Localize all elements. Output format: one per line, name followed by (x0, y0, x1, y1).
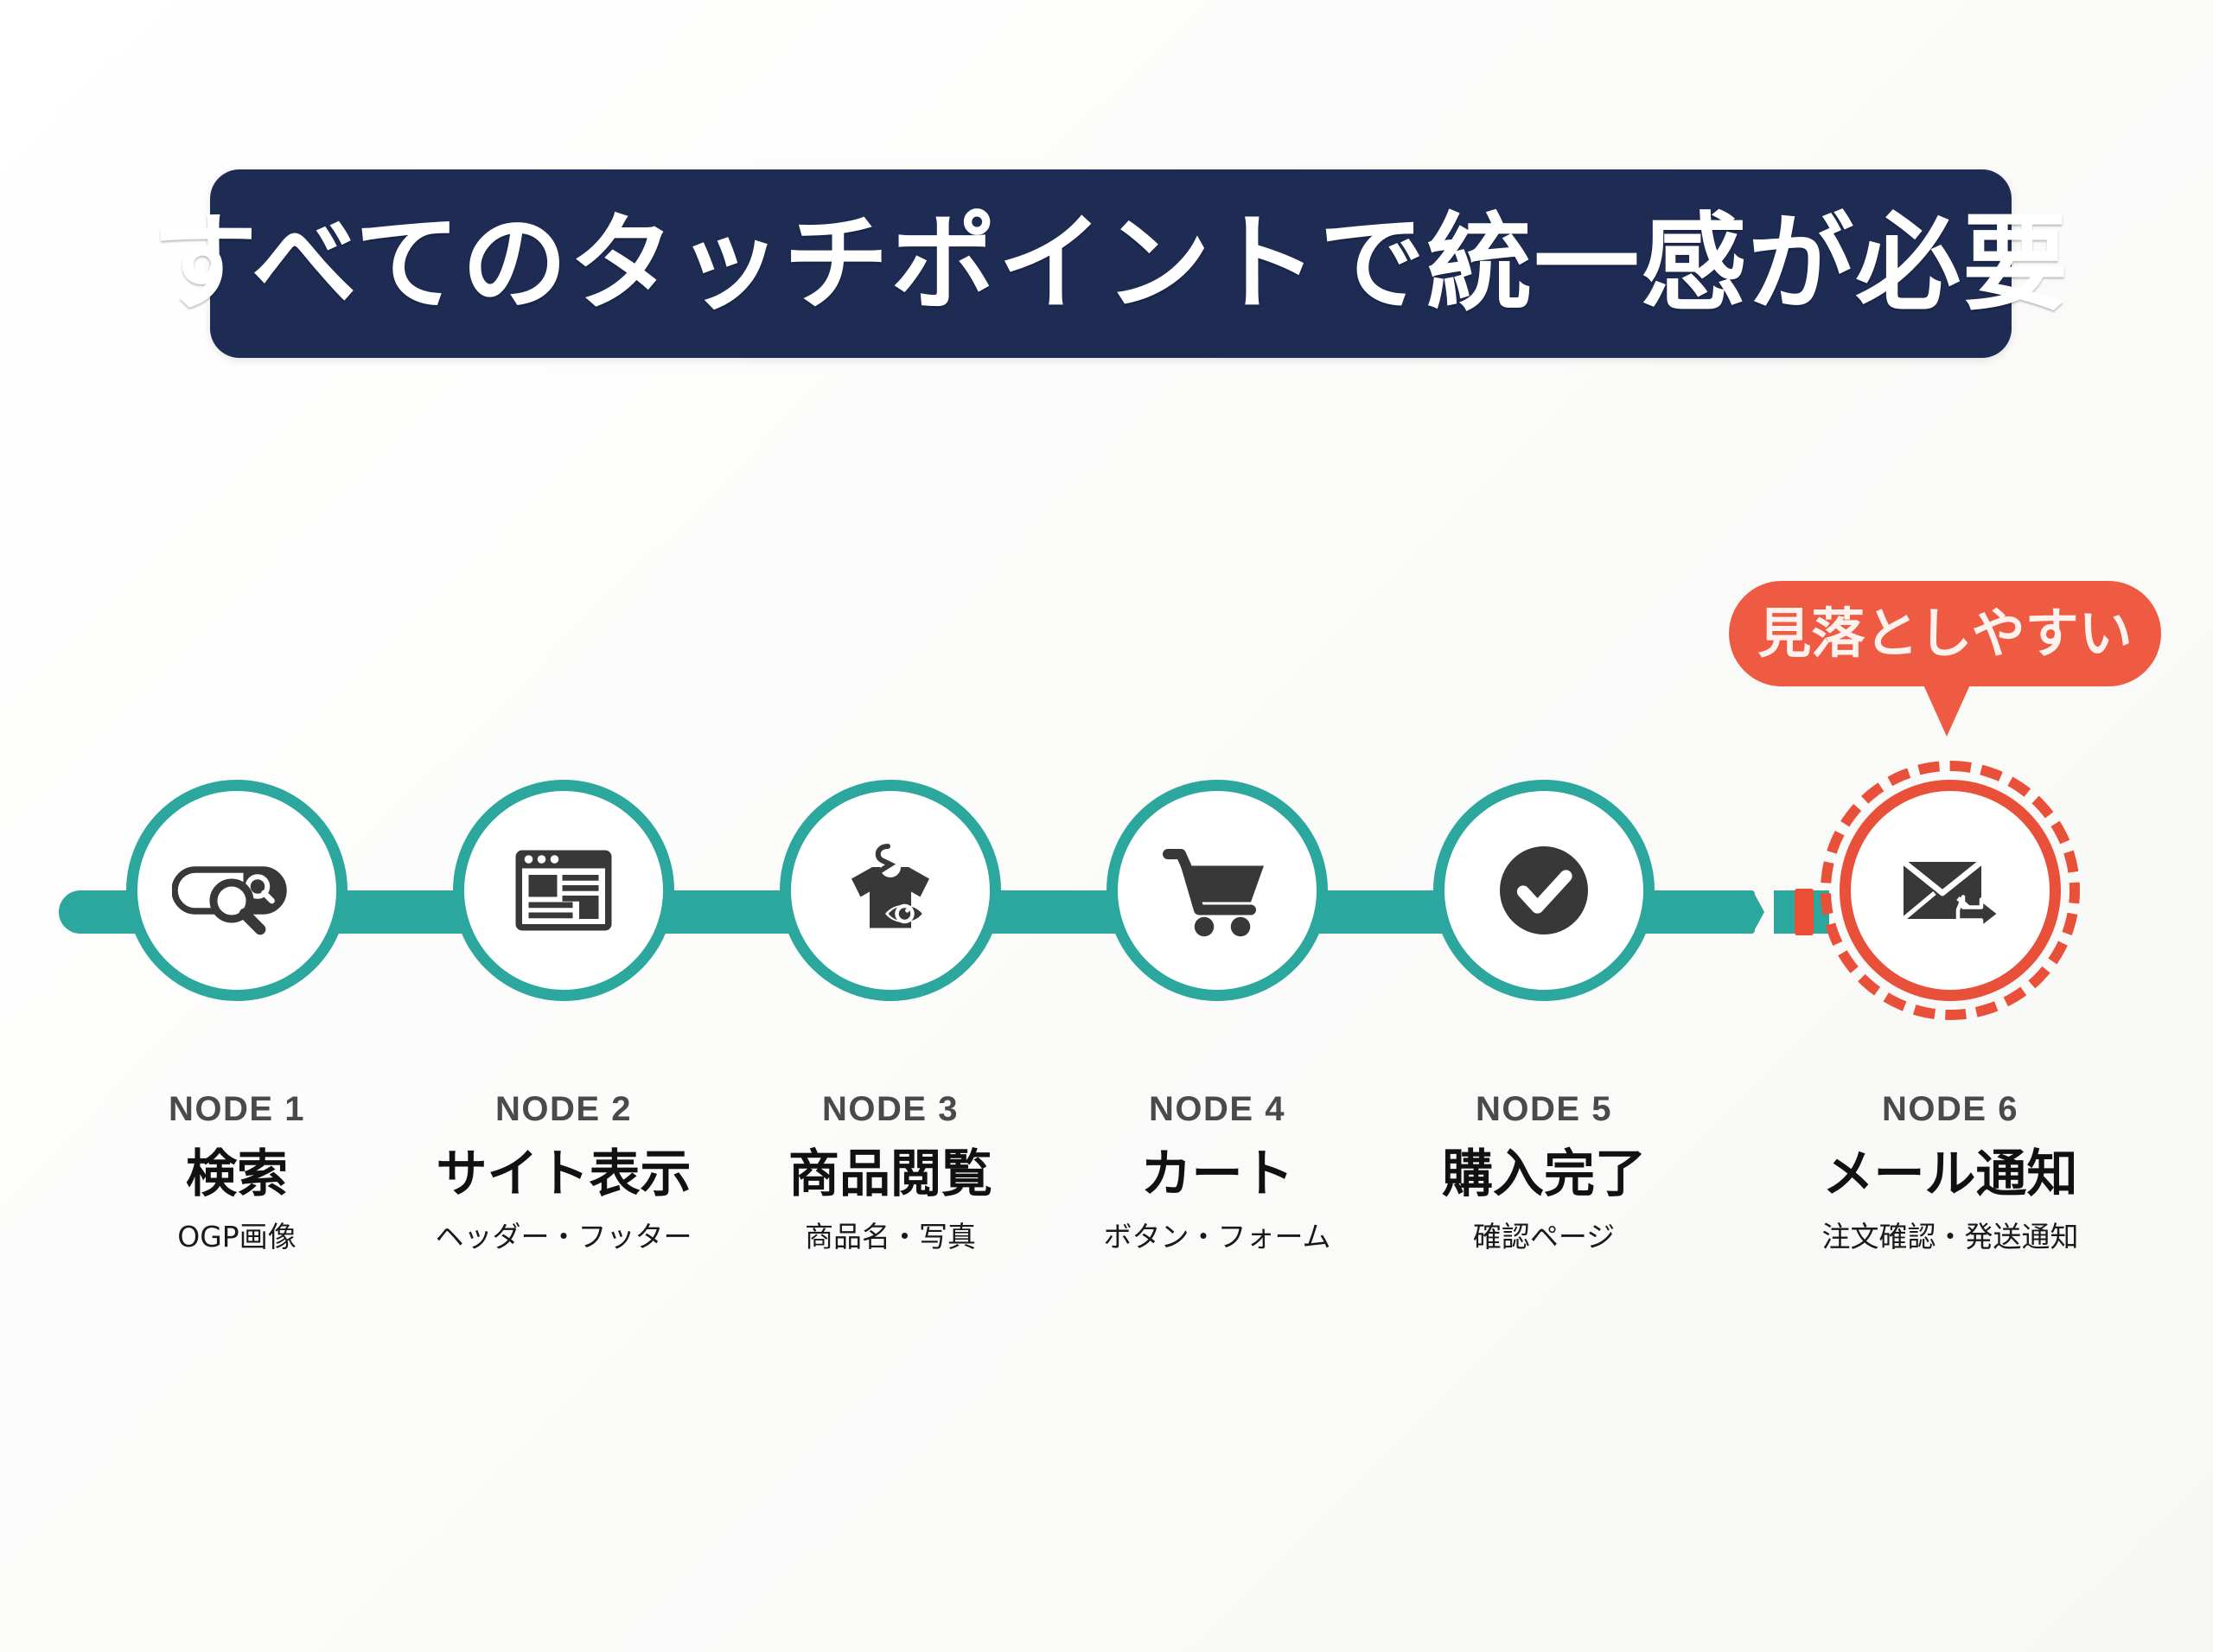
page-title-banner: すべてのタッチポイントで統一感が必要 (152, 169, 2068, 358)
flow-node-5-title: 購入完了 (1441, 1144, 1646, 1203)
flow-node-6[interactable] (1821, 761, 2080, 1020)
flow-node-4-labels: NODE 4 カート ボタン・フォーム (1070, 1089, 1364, 1253)
flow-node-2-title: サイト表示 (436, 1144, 692, 1203)
tshirt-hanger-eye-icon (851, 844, 929, 928)
flow-node-1-title: 検索 (185, 1144, 288, 1203)
overlooked-badge-label: 見落としやすい (1757, 602, 2133, 665)
flow-node-1-ring (126, 780, 348, 1001)
flow-node-6-subtitle: 注文確認・発送通知 (1821, 1219, 2079, 1253)
flow-node-6-ring (1840, 780, 2061, 1001)
flow-node-2-ring (453, 780, 674, 1001)
shopping-cart-icon (1163, 849, 1264, 937)
flow-node-3-index: NODE 3 (822, 1090, 959, 1128)
page-title: すべてのタッチポイントで統一感が必要 (151, 202, 2070, 325)
flow-node-1-subtitle: OGP画像 (177, 1219, 297, 1253)
flow-node-3-subtitle: 商品名・写真 (805, 1219, 976, 1253)
flow-node-4-ring (1106, 780, 1328, 1001)
flow-node-5-ring (1433, 780, 1655, 1001)
flow-node-1-labels: NODE 1 検索 OGP画像 (90, 1089, 384, 1253)
flow-node-5-subtitle: 確認ページ (1472, 1219, 1616, 1253)
browser-window-icon (515, 850, 612, 931)
flow-node-1-index: NODE 1 (169, 1090, 305, 1128)
flow-node-5-index: NODE 5 (1476, 1090, 1612, 1128)
flow-node-6-index: NODE 6 (1882, 1090, 2018, 1128)
flow-node-5-labels: NODE 5 購入完了 確認ページ (1397, 1089, 1691, 1253)
flow-node-3-ring (780, 780, 1001, 1001)
search-bar-magnifier-icon (172, 866, 287, 935)
overlooked-badge: 見落としやすい (1729, 581, 2161, 737)
envelope-send-icon (1901, 859, 2002, 930)
overlooked-badge-pill: 見落としやすい (1729, 581, 2161, 686)
flow-node-2-labels: NODE 2 サイト表示 ヘッダー・フッター (417, 1089, 711, 1253)
flow-node-6-title: メール通知 (1822, 1144, 2078, 1203)
flow-node-4-subtitle: ボタン・フォーム (1103, 1219, 1331, 1253)
flow-node-4[interactable] (1087, 761, 1347, 1020)
flow-node-3[interactable] (761, 761, 1020, 1020)
flow-connector-red-dash (1795, 889, 1814, 935)
flow-node-6-labels: NODE 6 メール通知 注文確認・発送通知 (1803, 1089, 2097, 1253)
flow-node-3-title: 商品閲覧 (788, 1144, 992, 1203)
flow-node-1[interactable] (107, 761, 367, 1020)
flow-node-2-index: NODE 2 (495, 1090, 632, 1128)
overlooked-badge-pointer (1923, 683, 1971, 737)
check-circle-icon (1500, 846, 1588, 934)
flow-node-5[interactable] (1414, 761, 1674, 1020)
flow-node-3-labels: NODE 3 商品閲覧 商品名・写真 (743, 1089, 1037, 1253)
flow-node-2-subtitle: ヘッダー・フッター (435, 1219, 692, 1253)
flow-node-4-title: カート (1140, 1144, 1294, 1203)
flow-node-2[interactable] (434, 761, 693, 1020)
flow-node-4-index: NODE 4 (1149, 1090, 1285, 1128)
